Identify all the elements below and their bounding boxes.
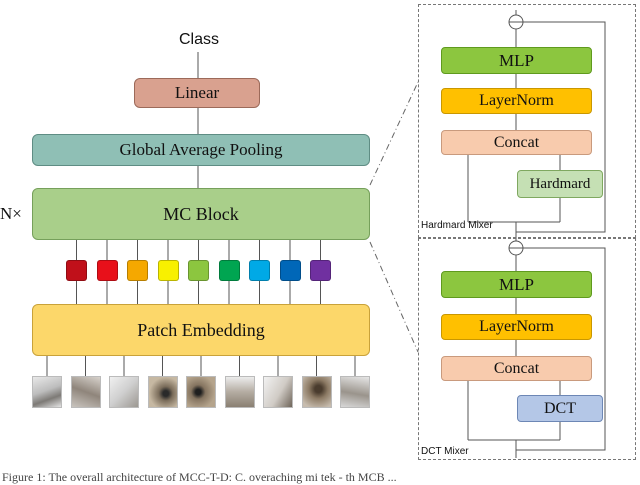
class-label: Class bbox=[178, 31, 219, 48]
image-patch bbox=[109, 376, 139, 408]
image-patch bbox=[186, 376, 216, 408]
global-average-pooling-block: Global Average Pooling bbox=[32, 134, 370, 166]
dct-concat-block: Concat bbox=[441, 356, 592, 381]
dct-mlp-block: MLP bbox=[441, 271, 592, 298]
token-square bbox=[218, 260, 240, 281]
hardmard-transform-block: Hardmard bbox=[517, 170, 603, 198]
image-patch bbox=[340, 376, 370, 408]
image-patch bbox=[147, 376, 178, 408]
token-square bbox=[310, 260, 331, 281]
token-square bbox=[249, 260, 270, 281]
repeat-count-label: N× bbox=[0, 204, 22, 223]
token-square bbox=[279, 260, 301, 281]
dct-mixer-label: DCT Mixer bbox=[421, 446, 469, 457]
hardmard-concat-block: Concat bbox=[441, 130, 592, 155]
linear-block: Linear bbox=[134, 78, 260, 108]
image-patch bbox=[70, 376, 101, 408]
dct-transform-block: DCT bbox=[517, 395, 603, 422]
figure-caption: Figure 1: The overall architecture of MC… bbox=[2, 470, 397, 484]
token-square bbox=[96, 260, 118, 281]
patch-embedding-block: Patch Embedding bbox=[32, 304, 370, 356]
dct-layernorm-block: LayerNorm bbox=[441, 314, 592, 340]
image-patch bbox=[301, 376, 332, 408]
hardmard-mixer-panel bbox=[418, 4, 636, 238]
hardmard-mixer-label: Hardmard Mixer bbox=[421, 220, 493, 231]
dct-mixer-panel bbox=[418, 238, 636, 460]
image-patch bbox=[32, 376, 62, 408]
token-square bbox=[188, 260, 209, 281]
token-square bbox=[66, 260, 87, 281]
image-patch bbox=[263, 376, 293, 408]
hardmard-mlp-block: MLP bbox=[441, 47, 592, 74]
token-square bbox=[157, 260, 179, 281]
token-square bbox=[127, 260, 148, 281]
mc-block: MC Block bbox=[32, 188, 370, 240]
image-patch bbox=[224, 376, 255, 408]
hardmard-layernorm-block: LayerNorm bbox=[441, 88, 592, 114]
